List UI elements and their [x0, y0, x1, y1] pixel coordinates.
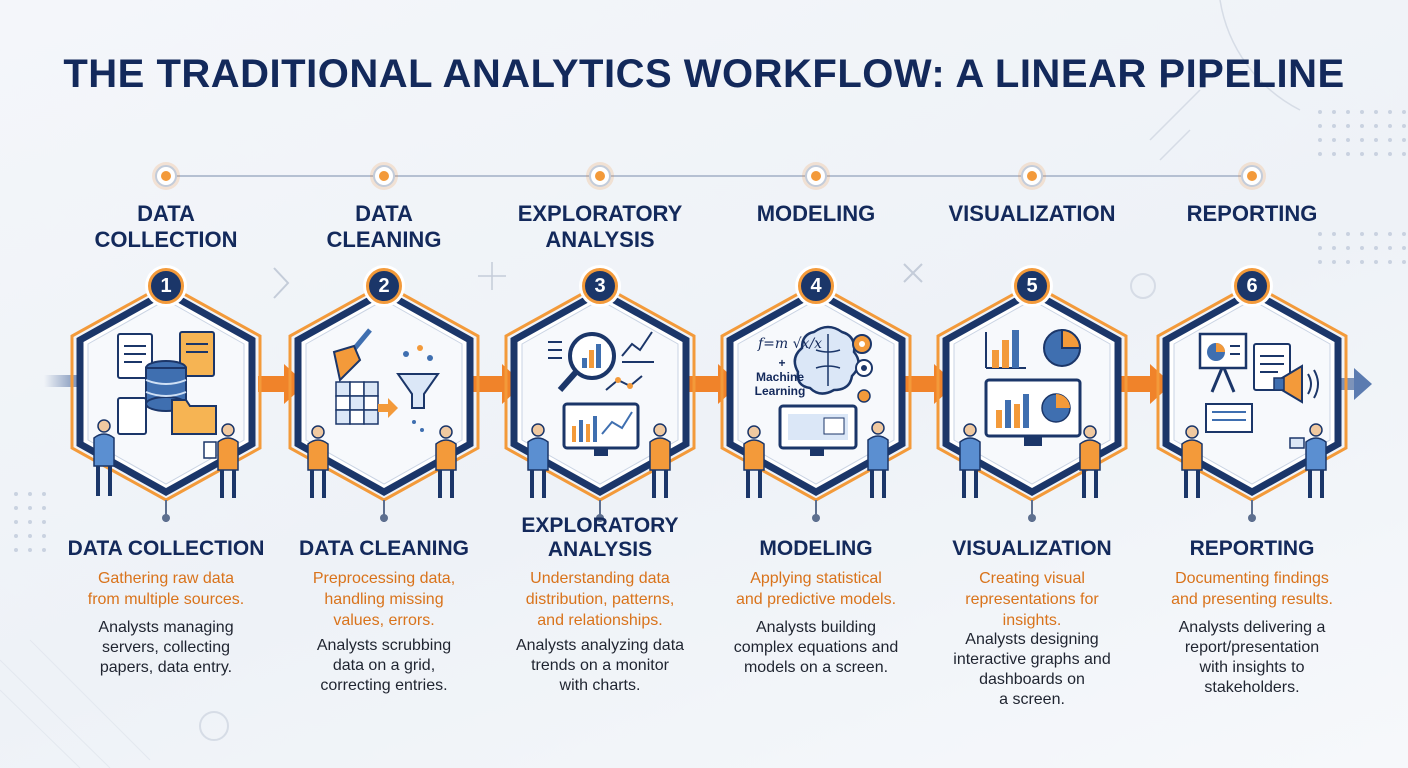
formula-label: f=m √x/x [758, 336, 823, 352]
brush-grid-funnel-icon [307, 328, 457, 498]
stage-data-cleaning: DATA CLEANING [274, 0, 494, 768]
hexagon-frame [288, 282, 480, 502]
stem-line [815, 500, 817, 522]
step-number-badge: 4 [798, 268, 834, 304]
stage-detail: Analysts scrubbing data on a grid, corre… [316, 637, 452, 694]
stem-dot [812, 514, 820, 522]
stage-hexagon [922, 270, 1142, 522]
stage-title-top: EXPLORATORY ANALYSIS [517, 201, 683, 252]
database-documents-folder-icon [93, 331, 239, 498]
stem-line [1251, 500, 1253, 522]
stage-hexagon [1142, 270, 1362, 522]
timeline-line [166, 175, 1252, 177]
timeline-node [589, 165, 611, 187]
stage-description: Preprocessing data, handling missing val… [312, 570, 456, 629]
stem-dot [1028, 514, 1036, 522]
timeline-node [1241, 165, 1263, 187]
stage-detail: Analysts building complex equations and … [733, 619, 899, 676]
bar-pie-dashboard-icon [959, 328, 1101, 498]
stage-description: Understanding data distribution, pattern… [525, 570, 675, 629]
stage-title-top: REPORTING [1186, 201, 1318, 226]
timeline-node [805, 165, 827, 187]
stage-title-top: DATA CLEANING [326, 201, 442, 252]
stem-dot [596, 514, 604, 522]
brain-gears-formula-icon [743, 325, 889, 498]
stem-line [165, 500, 167, 522]
stage-data-collection: DATA COLLECTION [56, 0, 276, 768]
stage-hexagon [274, 270, 494, 522]
stage-description: Gathering raw data from multiple sources… [87, 570, 245, 608]
page-title: THE TRADITIONAL ANALYTICS WORKFLOW: A LI… [63, 52, 1345, 96]
decor-dots-left [14, 492, 46, 552]
stem-dot [162, 514, 170, 522]
stage-name: VISUALIZATION [952, 537, 1112, 560]
stage-modeling: MODELING f=m √x/x [706, 0, 926, 768]
stage-description: Documenting findings and presenting resu… [1171, 570, 1333, 608]
stem-dot [1248, 514, 1256, 522]
flow-in-arrow [44, 375, 78, 387]
plus-label: + [778, 356, 786, 370]
stage-detail: Analysts delivering a report/presentatio… [1178, 619, 1326, 696]
stage-description: Applying statistical and predictive mode… [735, 570, 897, 608]
stage-hexagon [56, 270, 276, 522]
decor-dots-mid-right [1318, 232, 1408, 264]
stage-name: DATA COLLECTION [67, 537, 265, 560]
machine-learning-label: Machine Learning [754, 370, 806, 398]
stem-line [383, 500, 385, 522]
stage-detail: Analysts analyzing data trends on a moni… [515, 637, 685, 694]
step-number-badge: 5 [1014, 268, 1050, 304]
stage-hexagon [490, 270, 710, 522]
magnifier-chart-monitor-icon [527, 331, 671, 498]
stage-detail: Analysts managing servers, collecting pa… [98, 619, 234, 676]
stage-visualization: VISUALIZATION [922, 0, 1142, 768]
decor-dots-top-right [1318, 110, 1408, 156]
stage-description: Creating visual representations for insi… [965, 570, 1099, 629]
stage-name: REPORTING [1189, 537, 1315, 560]
step-number-badge: 2 [366, 268, 402, 304]
timeline-node [1021, 165, 1043, 187]
stage-title-top: VISUALIZATION [948, 201, 1116, 226]
stage-name: DATA CLEANING [299, 537, 469, 560]
timeline-node [155, 165, 177, 187]
step-number-badge: 1 [148, 268, 184, 304]
stage-reporting: REPORTING [1142, 0, 1362, 768]
timeline-node [373, 165, 395, 187]
stem-line [1031, 500, 1033, 522]
stage-exploratory-analysis: EXPLORATORY ANALYSIS [490, 0, 710, 768]
stage-detail: Analysts designing interactive graphs an… [953, 631, 1111, 708]
presentation-report-megaphone-icon [1181, 332, 1327, 498]
stage-name: MODELING [759, 537, 873, 560]
stem-dot [380, 514, 388, 522]
stage-title-top: DATA COLLECTION [94, 201, 238, 252]
stage-name: EXPLORATORY ANALYSIS [521, 514, 679, 561]
step-number-badge: 6 [1234, 268, 1270, 304]
stage-title-top: MODELING [756, 201, 876, 226]
stage-hexagon: f=m √x/x + Machine Learning [706, 270, 926, 522]
step-number-badge: 3 [582, 268, 618, 304]
stem-line [599, 500, 601, 522]
